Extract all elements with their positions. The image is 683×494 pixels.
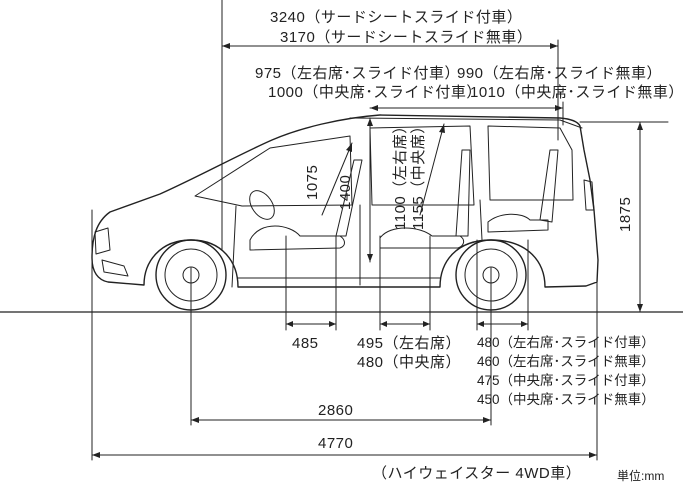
dim-line-1100 [419, 123, 445, 216]
dim-label-third-seat-3: 475（中央席･スライド付車） [477, 373, 655, 388]
dim-label-second-headroom-1: 1100（左右席） [392, 118, 409, 230]
dim-label-overall-height: 1875 [617, 196, 634, 232]
dim-label-third-seat-2: 460（左右席･スライド無車） [477, 354, 655, 369]
dim-label-overall-length: 4770 [318, 435, 354, 452]
dim-label-wheelbase: 2860 [318, 402, 354, 419]
dim-label-second-row-4: 1010（中央席･スライド無車） [470, 84, 683, 101]
dim-line-1075 [321, 142, 353, 216]
dim-label-second-row-2: 990（左右席･スライド無車） [457, 65, 663, 82]
unit-caption: 単位:mm [617, 469, 665, 483]
dim-label-front-headroom: 1075 [304, 164, 321, 200]
dim-label-interior-height: 1400 [337, 174, 354, 210]
model-caption: （ハイウェイスター 4WD車） [372, 465, 582, 482]
rear-wheel [455, 239, 527, 311]
dim-label-third-seat-1: 480（左右席･スライド付車） [477, 335, 655, 350]
dim-label-front-seat: 485 [292, 335, 319, 352]
dim-label-second-seat-1: 495（左右席） [357, 335, 462, 352]
dim-label-second-headroom-2: 1155（中央席） [410, 118, 427, 230]
dim-label-overall-length-top-1: 3240（サードシートスライド付車） [270, 9, 523, 26]
dim-label-second-seat-2: 480（中央席） [357, 354, 462, 371]
dim-label-second-row-3: 1000（中央席･スライド付車） [268, 84, 482, 101]
car-body-outline [91, 114, 599, 288]
dim-label-third-seat-4: 450（中央席･スライド無車） [477, 392, 655, 407]
front-wheel [155, 239, 227, 311]
dim-label-second-row-1: 975（左右席･スライド付車） [255, 65, 461, 82]
dim-label-overall-length-top-2: 3170（サードシートスライド無車） [280, 29, 533, 46]
